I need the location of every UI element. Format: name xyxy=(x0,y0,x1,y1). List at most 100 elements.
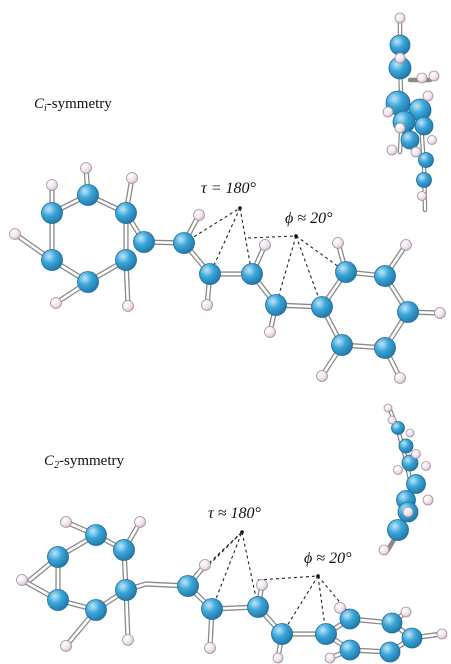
carbon-atom xyxy=(401,627,423,649)
carbon-atom xyxy=(401,454,419,472)
carbon-atom xyxy=(113,539,135,561)
hydrogen-atom xyxy=(387,415,397,425)
carbon-atom xyxy=(133,231,155,253)
ci-subscript: i xyxy=(44,103,47,114)
hydrogen-atom xyxy=(80,162,92,174)
ci-tau-label: τ = 180° xyxy=(201,180,257,197)
hydrogen-atom xyxy=(383,403,393,413)
carbon-atom xyxy=(115,579,137,601)
carbon-atom xyxy=(115,249,137,271)
carbon-atom xyxy=(398,438,414,454)
hydrogen-atom xyxy=(60,640,72,652)
hydrogen-atom xyxy=(382,106,394,118)
ci-side-view xyxy=(382,12,440,213)
hydrogen-atom xyxy=(386,144,398,156)
carbon-atom xyxy=(391,421,405,435)
hydrogen-atom xyxy=(427,135,437,145)
carbon-atom xyxy=(47,546,69,568)
hydrogen-atom xyxy=(411,449,421,459)
hydrogen-atom xyxy=(259,239,271,251)
c2-tau-vertex xyxy=(240,530,244,534)
ci-carbon-atoms xyxy=(41,184,419,359)
carbon-atom xyxy=(414,116,434,136)
hydrogen-atom xyxy=(256,579,268,591)
carbon-atom xyxy=(241,263,263,285)
hydrogen-atom xyxy=(9,228,21,240)
carbon-atom xyxy=(339,639,361,661)
ci-phi-label: ϕ ≈ 20° xyxy=(285,210,333,227)
carbon-atom xyxy=(199,263,221,285)
c2-hydrogen-atoms xyxy=(16,516,448,664)
hydrogen-atom xyxy=(394,122,406,134)
hydrogen-atom xyxy=(199,559,211,571)
carbon-atom xyxy=(374,265,396,287)
carbon-atom xyxy=(381,612,403,634)
hydrogen-atom xyxy=(394,52,406,64)
carbon-atom xyxy=(85,599,107,621)
carbon-atom xyxy=(77,184,99,206)
carbon-atom xyxy=(247,596,269,618)
hydrogen-atom xyxy=(334,602,346,614)
hydrogen-atom xyxy=(422,494,434,506)
hydrogen-atom xyxy=(417,191,427,201)
c2-symbol: C xyxy=(44,453,55,469)
carbon-atom xyxy=(77,271,99,293)
carbon-atom xyxy=(387,519,409,541)
hydrogen-atom xyxy=(394,12,406,24)
hydrogen-atom xyxy=(416,72,428,84)
c2-phi-vertex xyxy=(316,574,320,578)
ci-symbol: C xyxy=(34,96,45,112)
hydrogen-atom xyxy=(402,506,414,518)
carbon-atom xyxy=(389,34,411,56)
c2-phi-label: ϕ ≈ 20° xyxy=(304,550,352,567)
carbon-atom xyxy=(416,172,432,188)
panel-c2: C2-symmetry xyxy=(16,403,448,664)
carbon-atom xyxy=(41,202,63,224)
carbon-atom xyxy=(85,524,107,546)
hydrogen-atom xyxy=(201,299,213,311)
ci-phi-vertex xyxy=(294,234,298,238)
hydrogen-atom xyxy=(46,179,58,191)
carbon-atom xyxy=(173,232,195,254)
carbon-atom xyxy=(397,301,419,323)
ci-hydrogen-atoms xyxy=(9,162,446,384)
carbon-atom xyxy=(418,152,434,168)
panel-ci: Ci-symmetry xyxy=(9,12,446,384)
hydrogen-atom xyxy=(316,370,328,382)
c2-subscript: 2 xyxy=(54,460,59,471)
hydrogen-atom xyxy=(394,372,406,384)
carbon-atom xyxy=(311,296,333,318)
carbon-atom xyxy=(47,589,69,611)
carbon-atom xyxy=(406,474,426,494)
carbon-atom xyxy=(271,623,293,645)
ci-suffix: -symmetry xyxy=(47,96,112,112)
carbon-atom xyxy=(374,337,396,359)
hydrogen-atom xyxy=(16,574,28,586)
hydrogen-atom xyxy=(60,516,72,528)
carbon-atom xyxy=(265,294,287,316)
ci-tau-vertex xyxy=(238,206,242,210)
hydrogen-atom xyxy=(436,628,448,640)
hydrogen-atom xyxy=(272,652,284,664)
c2-suffix: -symmetry xyxy=(59,453,124,469)
hydrogen-atom xyxy=(324,652,336,664)
hydrogen-atom xyxy=(400,239,412,251)
carbon-atom xyxy=(379,641,401,663)
hydrogen-atom xyxy=(428,70,440,82)
carbon-atom xyxy=(41,249,63,271)
hydrogen-atom xyxy=(378,544,390,556)
hydrogen-atom xyxy=(50,297,62,309)
hydrogen-atom xyxy=(204,642,216,654)
c2-tau-label: τ ≈ 180° xyxy=(208,505,262,522)
carbon-atom xyxy=(115,202,137,224)
hydrogen-atom xyxy=(332,237,344,249)
hydrogen-atom xyxy=(405,428,415,438)
hydrogen-atom xyxy=(410,146,422,158)
ci-symmetry-label: Ci-symmetry xyxy=(34,96,112,114)
hydrogen-atom xyxy=(264,326,276,338)
hydrogen-atom xyxy=(193,209,205,221)
hydrogen-atom xyxy=(400,606,412,618)
carbon-atom xyxy=(315,623,337,645)
hydrogen-atom xyxy=(134,516,146,528)
